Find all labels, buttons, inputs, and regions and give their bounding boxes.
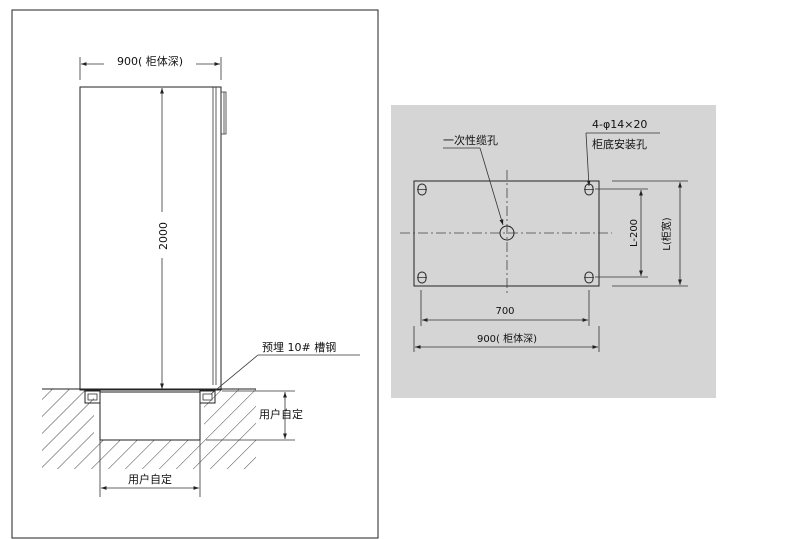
height-dimension: 2000 [152,88,172,389]
channel-callout: 预埋 10# 槽钢 [210,341,360,395]
cabinet-body [79,86,227,391]
inner-depth-label: 700 [495,306,514,317]
base-plan-view: 一次性缆孔 4-φ14×20 柜底安装孔 L-200 L(柜宽) [391,105,716,398]
foundation-pit [84,390,216,441]
foundation-width-dimension: 用户自定 [99,440,201,497]
mount-hole-label: 柜底安装孔 [592,137,647,151]
ground-hatching [42,388,256,469]
mount-hole-callout: 4-φ14×20 柜底安装孔 [585,118,660,187]
top-depth-dimension: 900( 柜体深) [79,54,222,80]
inner-width-dimension: L-200 [595,188,648,278]
height-label: 2000 [157,222,170,250]
mount-hole-bottom-left [417,271,427,284]
channel-label: 预埋 10# 槽钢 [262,341,336,354]
foundation-height-label: 用户自定 [259,407,303,421]
depth-label: 900( 柜体深) [117,54,183,68]
width-label: L(柜宽) [660,217,673,250]
front-view: 900( 柜体深) 2000 [11,9,379,539]
base-outline [413,180,600,287]
cable-hole-label: 一次性缆孔 [443,133,498,147]
left-frame [11,9,379,539]
foundation-width-label: 用户自定 [128,472,172,486]
plan-depth-label: 900( 柜体深) [477,332,537,345]
cable-hole [499,225,515,241]
mount-hole-bottom-right [584,271,594,284]
inner-depth-dimension: 700 [420,290,590,326]
depth-dimension: 900( 柜体深) [413,326,600,352]
mount-hole-spec: 4-φ14×20 [592,118,647,131]
cable-hole-callout: 一次性缆孔 [443,133,504,226]
foundation-height-dimension: 用户自定 [206,390,303,441]
inner-width-label: L-200 [629,219,640,247]
plan-background [391,105,716,398]
width-dimension: L(柜宽) [612,180,688,287]
mount-hole-top-left [417,183,427,196]
